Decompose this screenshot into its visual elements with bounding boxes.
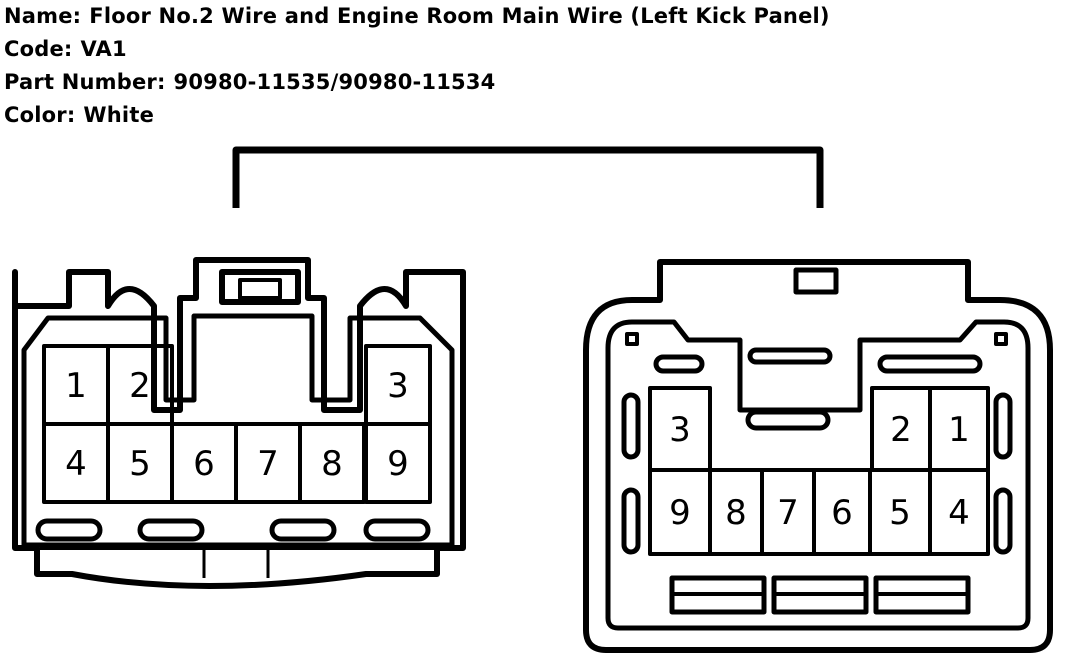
part-number-label: Part Number: [4,70,166,94]
connector-right-pin-number: 8 [725,493,747,533]
connector-left-pin-cavity [364,422,432,504]
connector-right [583,259,1053,653]
connector-right-slot [747,347,833,365]
connector-right-side-slot [993,487,1013,555]
connector-right-slot [653,354,705,374]
connector-left-pin-number: 3 [387,366,409,406]
connector-left-pin-number: 2 [129,366,151,406]
connector-left-latch-inner [238,278,282,300]
name-value: Floor No.2 Wire and Engine Room Main Wir… [89,4,830,28]
part-number-line: Part Number: 90980-11535/90980-11534 [4,66,830,99]
connector-left-latch [219,269,301,305]
color-line: Color: White [4,99,830,132]
connector-right-pin-cavity [928,468,990,556]
connector-left-housing [12,257,466,589]
code-label: Code: [4,37,73,61]
color-label: Color: [4,103,76,127]
code-line: Code: VA1 [4,33,830,66]
connector-right-pin-number: 3 [669,410,691,450]
connector-left-pin-number: 5 [129,444,151,484]
name-line: Name: Floor No.2 Wire and Engine Room Mai… [4,0,830,33]
connector-right-pin-number: 2 [890,410,912,450]
connector-left-slot [35,518,103,542]
connector-right-slot [877,354,983,374]
color-value: White [83,103,155,127]
connector-left-pins: 1 2 3 4 5 6 7 8 9 [42,344,432,504]
part-number-value: 90980-11535/90980-11534 [173,70,496,94]
connector-right-pin-number: 7 [777,493,799,533]
code-value: VA1 [80,37,127,61]
connector-right-side-slot [621,487,641,555]
connector-right-pin-number: 4 [948,493,970,533]
connector-info-header: Name: Floor No.2 Wire and Engine Room Mai… [4,0,830,132]
connector-right-pin-number: 5 [889,493,911,533]
connector-left-slot [363,518,431,542]
name-label: Name: [4,4,82,28]
connector-right-corner-mark [625,332,639,346]
connector-right-latch [793,267,839,295]
connector-left-pin-number: 4 [65,444,87,484]
connector-right-corner-mark [994,332,1008,346]
connector-right-pin-number: 9 [669,493,691,533]
connector-left-slot [137,518,205,542]
connector-right-pin-number: 1 [948,410,970,450]
connector-right-inner-frame [605,319,1031,631]
connector-left-pin-number: 6 [193,444,215,484]
connector-left-pin-number: 7 [257,444,279,484]
connector-right-slot [745,409,831,431]
connector-left-pin-number: 8 [321,444,343,484]
connector-left-slot [269,518,337,542]
connector-left-pin-number: 1 [65,366,87,406]
connector-right-side-slot [621,392,641,460]
connector-right-housing [583,259,1053,653]
connector-right-side-slot [993,392,1013,460]
connector-right-pin-number: 6 [831,493,853,533]
connection-bracket [232,146,824,208]
connector-left-pin-number: 9 [387,444,409,484]
